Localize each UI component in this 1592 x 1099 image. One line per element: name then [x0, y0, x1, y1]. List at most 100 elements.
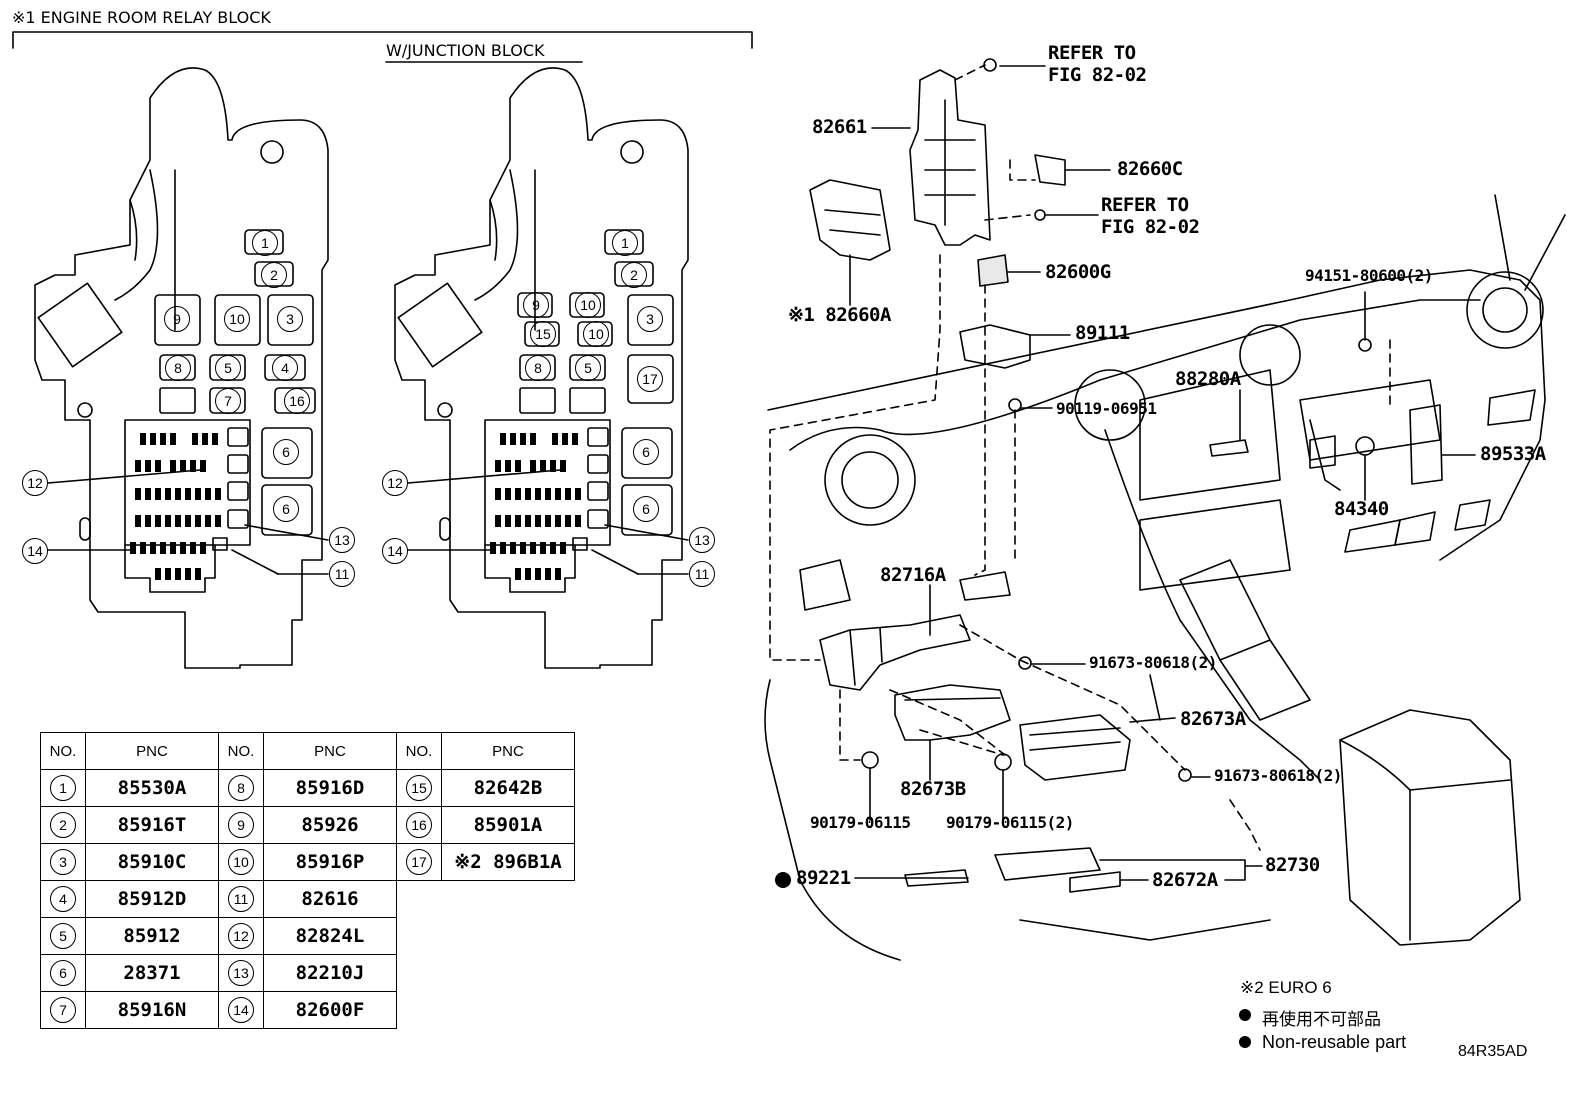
relay-88280A: [1209, 439, 1249, 457]
callout: 5: [575, 355, 601, 381]
relay-block-title: ※1 ENGINE ROOM RELAY BLOCK: [12, 8, 271, 27]
callout: 9: [523, 292, 549, 318]
callout: 6: [273, 496, 299, 522]
table-header: PNC: [263, 732, 397, 770]
row-number: 3: [50, 849, 76, 875]
part-label: 90179-06115(2): [946, 813, 1074, 832]
connector-82660A: [809, 179, 891, 261]
pnc-value: 85901A: [441, 806, 575, 844]
pnc-value: 85916T: [85, 806, 219, 844]
part-label: 89111: [1075, 322, 1130, 344]
nonreusable-bullet: [775, 872, 791, 888]
table-row: 2 85916T 9 85926 16 85901A: [40, 806, 575, 844]
part-label: 82672A: [1152, 869, 1218, 891]
part-label: 82600G: [1045, 261, 1111, 283]
callout: 13: [329, 527, 355, 553]
callout: 7: [215, 388, 241, 414]
part-label: 89221: [796, 867, 851, 889]
block-outline: [34, 67, 329, 669]
row-number: 6: [50, 960, 76, 986]
pnc-value: 82616: [263, 880, 397, 918]
callout: 5: [215, 355, 241, 381]
row-number: 10: [228, 849, 254, 875]
refer-label: REFER TO: [1048, 42, 1136, 64]
table-header: PNC: [441, 732, 575, 770]
refer-label: REFER TO: [1101, 194, 1189, 216]
table-row: 1 85530A 8 85916D 15 82642B: [40, 769, 575, 807]
fuse-area: [124, 419, 251, 546]
part-label: 91673-80618(2): [1089, 653, 1217, 672]
callout: 10: [575, 292, 601, 318]
fuse-slots: [130, 433, 221, 580]
part-label: 82716A: [880, 564, 946, 586]
callout: 12: [382, 470, 408, 496]
callout: 14: [22, 538, 48, 564]
pnc-value: ※2 896B1A: [441, 843, 575, 881]
callout: 1: [252, 230, 278, 256]
row-number: 2: [50, 812, 76, 838]
pnc-value: 85910C: [85, 843, 219, 881]
table-header: NO.: [40, 732, 86, 770]
table-header: PNC: [85, 732, 219, 770]
table-row: 7 85916N 14 82600F: [40, 991, 575, 1029]
table-row: 5 85912 12 82824L: [40, 917, 575, 955]
row-number: 15: [406, 775, 432, 801]
junction-block-title: W/JUNCTION BLOCK: [386, 41, 545, 60]
pnc-value: 85912: [85, 917, 219, 955]
part-label: 90179-06115: [810, 813, 911, 832]
bracket-82661: [909, 69, 991, 246]
figure-code: 84R35AD: [1458, 1043, 1528, 1060]
callout: 13: [689, 527, 715, 553]
callout: 8: [165, 355, 191, 381]
table-row: 4 85912D 11 82616: [40, 880, 575, 918]
row-number: 7: [50, 997, 76, 1023]
bracket-82716A: [819, 614, 971, 691]
callout: 9: [164, 306, 190, 332]
part-label: 82673A: [1180, 708, 1246, 730]
part-label: 82673B: [900, 778, 966, 800]
block-82673B: [894, 684, 1011, 741]
refer-label: FIG 82-02: [1101, 216, 1200, 238]
vent-right: [1466, 271, 1544, 349]
callout: 16: [284, 388, 310, 414]
connector-plug: [37, 282, 123, 368]
radio-slot: [1139, 369, 1281, 501]
switch-84340: [1355, 436, 1375, 456]
pnc-value: 85916N: [85, 991, 219, 1029]
row-number: 4: [50, 886, 76, 912]
row-number: 1: [50, 775, 76, 801]
pnc-value: 82642B: [441, 769, 575, 807]
relay-89111: [959, 324, 1031, 369]
callout: 17: [637, 366, 663, 392]
block-82673A: [1019, 714, 1131, 781]
row-number: 13: [228, 960, 254, 986]
callout: 6: [273, 439, 299, 465]
refer-label: FIG 82-02: [1048, 64, 1147, 86]
table-header: NO.: [396, 732, 442, 770]
pnc-table: NO. PNC NO. PNC NO. PNC 1 85530A 8 85916…: [40, 732, 575, 1029]
table-header-row: NO. PNC NO. PNC NO. PNC: [40, 732, 575, 770]
callout: 1: [612, 230, 638, 256]
callout: 3: [637, 306, 663, 332]
row-number: 5: [50, 923, 76, 949]
part-label: ※1 82660A: [788, 304, 891, 326]
callout: 10: [583, 321, 609, 347]
euro-footnote: ※2 EURO 6: [1240, 978, 1332, 997]
callout: 8: [525, 355, 551, 381]
relay-block-left: [34, 67, 329, 669]
callout: 2: [621, 262, 647, 288]
vent-center: [1074, 369, 1146, 441]
center-console: [1339, 709, 1521, 946]
row-number: 12: [228, 923, 254, 949]
relay-block-right: [394, 67, 689, 669]
part-label: 82660C: [1117, 158, 1183, 180]
dash-top-edge: [767, 269, 1546, 561]
part-label: 82661: [812, 116, 867, 138]
callout: 10: [224, 306, 250, 332]
row-number: 9: [228, 812, 254, 838]
row-number: 11: [228, 886, 254, 912]
pnc-value: 85912D: [85, 880, 219, 918]
row-number: 16: [406, 812, 432, 838]
pnc-value: 28371: [85, 954, 219, 992]
